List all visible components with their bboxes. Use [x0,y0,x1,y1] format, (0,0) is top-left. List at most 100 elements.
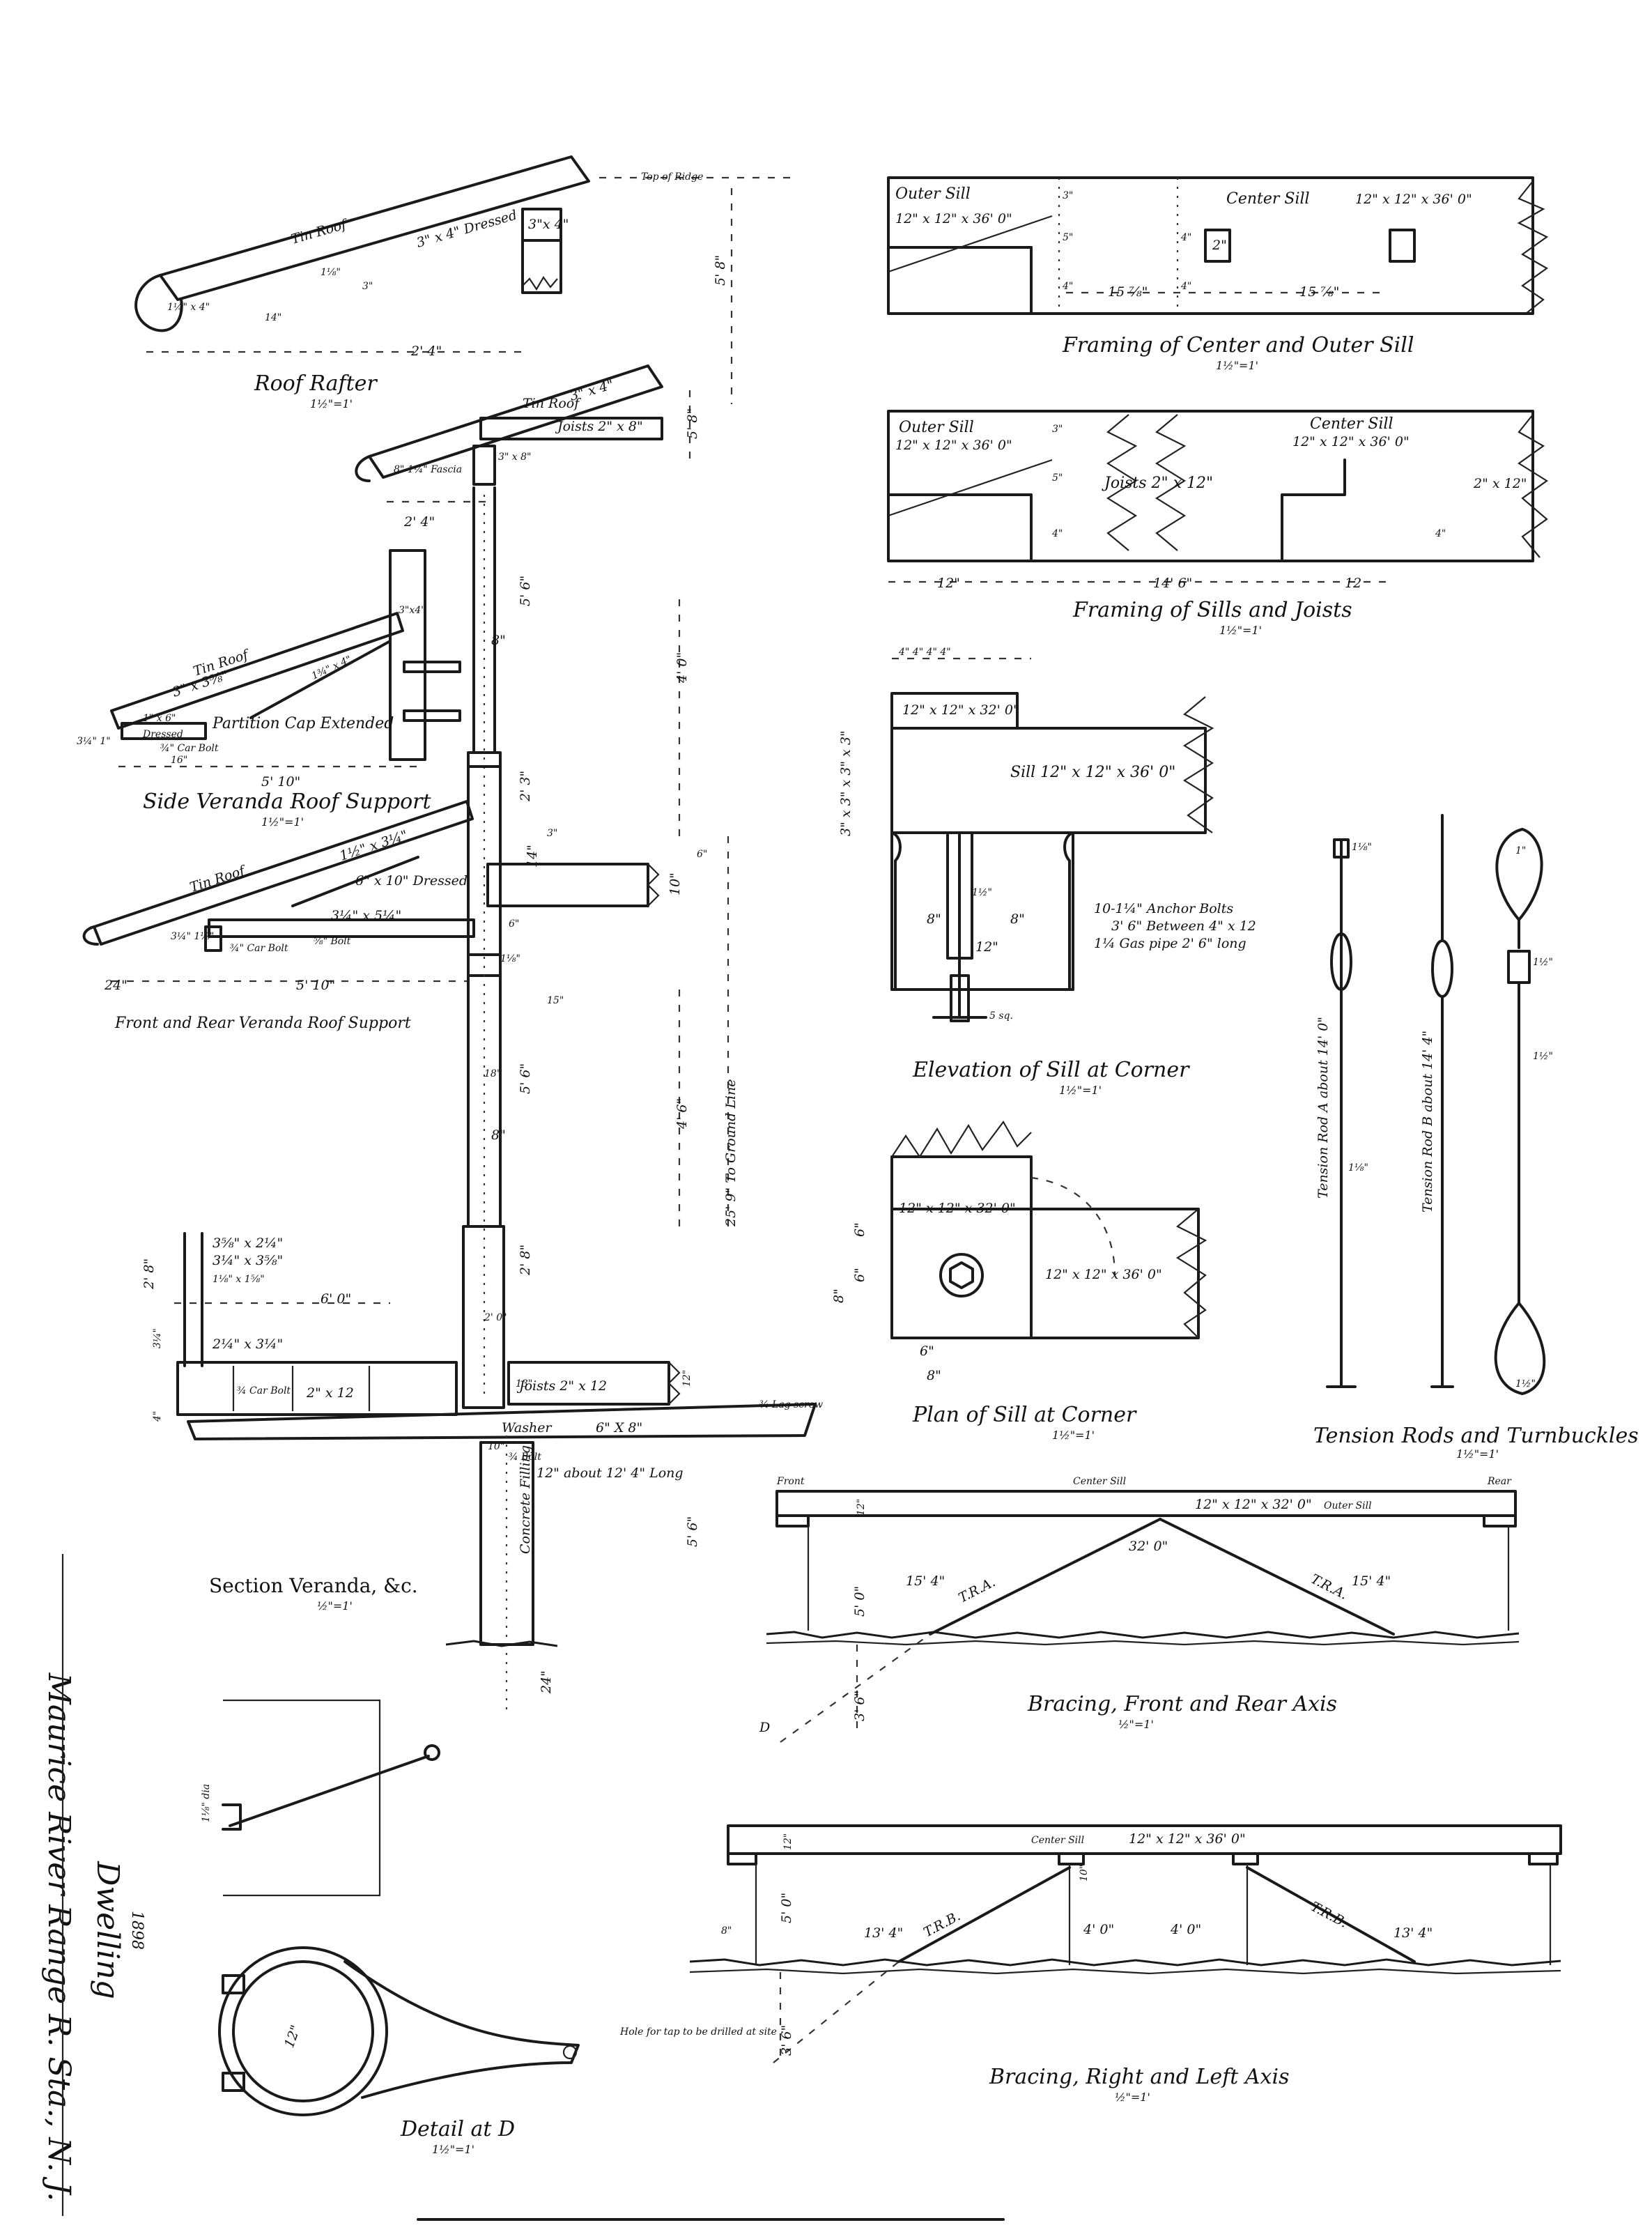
framing-center-outer-title: Framing of Center and Outer Sill [1062,333,1414,357]
label-es-pipe: 1¼ Gas pipe 2' 6" long [1094,936,1246,951]
label-fsj-v3: 4" [1051,528,1063,539]
detail-rod-eye [424,1744,440,1761]
label-fsj-v1: 3" [1052,424,1063,435]
label-sv-post-dim: 2¼" x 3¼" [212,1337,283,1352]
label-fco-v4: 4" [1180,232,1191,243]
bf-pad-left [775,1514,810,1527]
label-ridge-post: 3"x 4" [528,217,569,232]
fsj-center-notch [1281,459,1346,562]
label-fsj-d1: 12" [937,576,960,591]
rod-b-turnbuckle [1431,939,1453,998]
label-fv-dim18: 1⅛" [500,953,520,964]
label-fv-dim10: 10" [667,872,683,895]
section-veranda-drawing: 6' 0" 2" x 12 Joists 2" x 12 ¾ Car Bolt … [141,828,823,1714]
label-fco-d2: 15 ⅞" [1299,284,1339,300]
label-br-h8: 8" [721,1925,732,1937]
br-ground [689,1958,1561,1967]
es-bolt-pipe [950,974,970,1022]
label-sv-h18: 18" [484,1068,501,1079]
label-top-of-ridge: Top of Ridge [641,171,703,183]
label-es-d8b: 8" [1010,911,1025,927]
label-br-left-len: 13' 4" [864,1925,903,1941]
label-es-left-dim: 3" x 3" x 3" x 3" [838,730,854,836]
label-h8b: 8" [491,1127,506,1143]
fsj-break-b [1155,414,1187,551]
label-fv-span: 5' 10" [296,978,335,993]
ps-bolt-washer [939,1253,984,1298]
br-ground-hatch [689,1968,1561,1975]
detail-d-drawing: 1⅛" dia 12" Hole for tap to be drilled a… [201,1699,777,2156]
label-sv-h24: 24" [539,1670,554,1694]
detail-box [223,1699,381,1897]
label-sv-washer: Washer [502,1420,553,1436]
rod-loop-buckle [1507,950,1531,984]
br-pad-right [1528,1852,1559,1865]
label-fco-d1: 15 ⅞" [1108,284,1148,300]
side-title-line1: Dwelling [90,1861,125,1999]
bracing-front-drawing: Front Rear Center Sill Outer Sill 12" x … [759,1476,1520,1743]
label-h14: 14" [525,845,540,868]
es-main-beam [890,727,1207,834]
label-es-anchor: 10-1¼" Anchor Bolts [1094,901,1233,916]
elevation-sill-drawing: 12" x 12" x 32' 0" Sill 12" x 12" x 36' … [838,647,1256,1097]
label-sv-joists-left: 2" x 12 [306,1385,354,1401]
label-es-sq: 5 sq. [989,1010,1013,1022]
detail-tap-hole [562,2045,578,2060]
fsj-diagonal [888,459,1053,517]
br-pad-left [727,1852,757,1865]
label-detail-hole: Hole for tap to be drilled at site [619,2026,777,2038]
label-fco-v1: 3" [1063,190,1073,201]
fco-mortise-a [1204,229,1231,263]
framing-center-outer-scale: 1½"=1' [1216,359,1258,372]
gutter-curl [134,274,183,332]
label-upper-fascia: 8" 1¼" Fascia [394,464,462,475]
label-fsj-d2: 14' 6" [1153,576,1192,591]
label-fv-car-bolt: ¾" Car Bolt [230,943,288,954]
plan-sill-drawing: 12" x 12" x 32' 0" 12" x 12" x 36' 0" 6"… [831,1121,1207,1442]
label-fv-bolt: ⅝" Bolt [314,936,351,947]
br-sill [727,1824,1562,1855]
plan-sill-scale: 1½"=1' [1052,1429,1095,1442]
ridge-post [521,208,562,242]
label-sv-h6: 6" [697,849,707,860]
br-brace-left [897,1866,1071,1963]
fv-post-block [467,765,502,956]
label-upper-joists: Joists 2" x 8" [555,419,643,434]
framing-sills-joists-drawing: Outer Sill 12" x 12" x 36' 0" Joists 2" … [887,410,1548,637]
bracing-front-title: Bracing, Front and Rear Axis [1027,1692,1337,1716]
label-br-right-len: 13' 4" [1394,1925,1433,1941]
label-upper-tin-roof: Tin Roof [523,396,581,411]
label-rod-b: Tension Rod B about 14' 4" [1420,1031,1435,1213]
label-bf-rear: Rear [1487,1476,1512,1487]
label-upper-rafter: 3" x 4" [568,377,615,404]
label-sv-h10: 10" [488,1441,504,1452]
label-fv-tin-roof: Tin Roof [188,863,249,895]
elevation-sill-scale: 1½"=1' [1059,1084,1102,1097]
section-veranda-title: Section Veranda, &c. [209,1574,418,1597]
label-bf-h12: 12" [856,1499,867,1516]
label-h8a: 8" [491,633,506,648]
label-ps-beam-a: 12" x 12" x 32' 0" [899,1201,1016,1216]
ps-bolt-nut [949,1261,974,1289]
framing-sills-joists-title: Framing of Sills and Joists [1072,598,1352,622]
post-base [462,1225,505,1409]
label-fsj-right: 2" x 12" [1473,476,1527,491]
detail-clip-a [222,1974,245,1994]
label-fsj-v2: 5" [1052,472,1063,484]
label-fsj-outer-dim: 12" x 12" x 36' 0" [895,438,1012,453]
label-upper-rise: 5' 8" [685,408,700,439]
label-fv-brace: 6" x 10" Dressed [355,873,468,888]
detail-anchor [222,1803,242,1831]
ps-beam-horizontal [890,1208,1200,1339]
fv-break [647,863,660,907]
rod-a-turnbuckle [1330,932,1352,991]
label-fsj-v4: 4" [1435,528,1446,539]
label-ground: 25' 9" To Ground Line [723,1079,739,1227]
side-title-line2: Maurice River Range R. Sta., N. J. [41,1672,77,2201]
detail-d-scale: 1½"=1' [432,2143,474,2156]
side-veranda-stud [389,549,426,761]
label-sv-h28: 2' 8" [141,1259,157,1290]
tension-rods-drawing: Tension Rod A about 14' 0" Tension Rod B… [1313,814,1639,1461]
label-es-sill: Sill 12" x 12" x 36' 0" [1010,764,1175,781]
label-ps-d6a: 6" [852,1222,867,1237]
